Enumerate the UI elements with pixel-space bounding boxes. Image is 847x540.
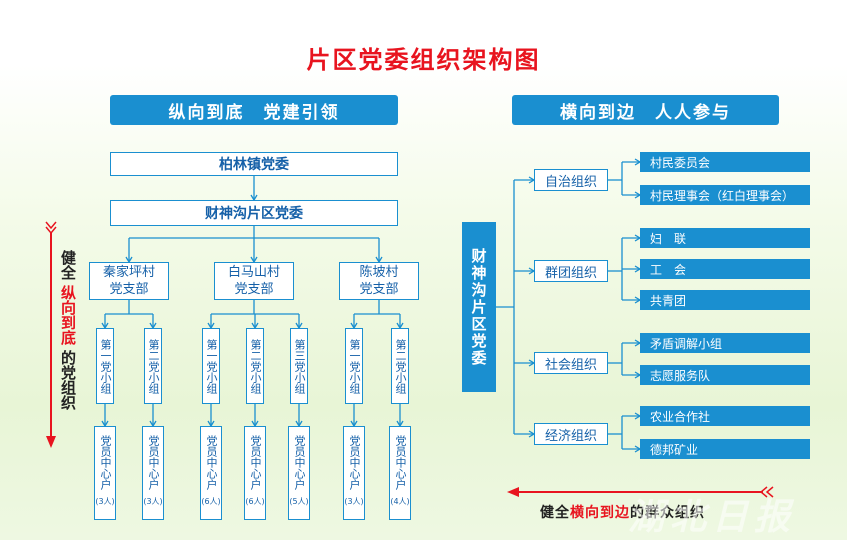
household-box: 党员中心户 (5人) xyxy=(288,426,310,520)
root-committee-box: 财神沟片区党委 xyxy=(462,222,496,392)
member-count: (3人) xyxy=(95,497,115,506)
category-box: 自治组织 xyxy=(534,169,608,191)
party-group-box: 第三党小组 xyxy=(290,328,308,404)
branch-box: 秦家坪村 党支部 xyxy=(89,262,169,300)
party-group-box: 第二党小组 xyxy=(246,328,264,404)
member-count: (4人) xyxy=(390,497,410,506)
party-group-box: 第一党小组 xyxy=(202,328,220,404)
org-item-box: 矛盾调解小组 xyxy=(640,333,810,353)
red-down-arrow-icon xyxy=(45,221,57,448)
household-box: 党员中心户 (3人) xyxy=(94,426,116,520)
org-item-box: 工 会 xyxy=(640,259,810,279)
bottom-label-post: 的群众组织 xyxy=(630,505,705,521)
branch-box: 白马山村 党支部 xyxy=(214,262,294,300)
household-label: 党员中心户 xyxy=(99,435,112,490)
household-label: 党员中心户 xyxy=(249,435,262,490)
member-count: (3人) xyxy=(143,497,163,506)
bottom-label-em: 横向到边 xyxy=(570,505,630,521)
party-group-label: 第一党小组 xyxy=(348,338,361,394)
household-label: 党员中心户 xyxy=(147,435,160,490)
org-item-box: 农业合作社 xyxy=(640,406,810,426)
page-title: 片区党委组织架构图 xyxy=(306,46,541,74)
member-count: (5人) xyxy=(289,497,309,506)
bottom-label-pre: 健全 xyxy=(540,505,570,521)
category-box: 群团组织 xyxy=(534,260,608,282)
party-committee-area: 财神沟片区党委 xyxy=(110,200,398,226)
party-group-box: 第二党小组 xyxy=(391,328,409,404)
household-label: 党员中心户 xyxy=(394,435,407,490)
member-count: (6人) xyxy=(201,497,221,506)
party-group-label: 第一党小组 xyxy=(99,338,112,394)
household-label: 党员中心户 xyxy=(205,435,218,490)
red-left-arrow-icon xyxy=(507,486,774,498)
org-item-box: 妇 联 xyxy=(640,228,810,248)
party-group-label: 第一党小组 xyxy=(205,338,218,394)
party-group-label: 第二党小组 xyxy=(147,338,160,394)
party-committee-town: 柏林镇党委 xyxy=(110,152,398,176)
member-count: (3人) xyxy=(344,497,364,506)
category-box: 社会组织 xyxy=(534,352,608,374)
household-box: 党员中心户 (3人) xyxy=(142,426,164,520)
household-box: 党员中心户 (6人) xyxy=(200,426,222,520)
party-group-box: 第二党小组 xyxy=(144,328,162,404)
org-item-box: 村民委员会 xyxy=(640,152,810,172)
org-item-box: 村民理事会（红白理事会） xyxy=(640,185,810,205)
party-group-label: 第二党小组 xyxy=(394,338,407,394)
horizontal-side-label: 健全横向到边的群众组织 xyxy=(540,502,760,522)
household-box: 党员中心户 (4人) xyxy=(389,426,411,520)
category-box: 经济组织 xyxy=(534,423,608,445)
side-label-em: 纵向到底 xyxy=(59,285,77,345)
side-label-post: 的党组织 xyxy=(59,350,77,410)
household-box: 党员中心户 (3人) xyxy=(343,426,365,520)
right-banner: 横向到边 人人参与 xyxy=(512,95,779,125)
vertical-side-label: 健全纵向到底的党组织 xyxy=(58,250,77,415)
left-banner: 纵向到底 党建引领 xyxy=(110,95,398,125)
watermark: 湖北日报 xyxy=(628,497,797,538)
party-group-label: 第二党小组 xyxy=(249,338,262,394)
root-committee-label: 财神沟片区党委 xyxy=(469,247,488,367)
org-item-box: 共青团 xyxy=(640,290,810,310)
branch-box: 陈坡村 党支部 xyxy=(339,262,419,300)
org-item-box: 志愿服务队 xyxy=(640,365,810,385)
household-box: 党员中心户 (6人) xyxy=(244,426,266,520)
party-group-box: 第一党小组 xyxy=(96,328,114,404)
household-label: 党员中心户 xyxy=(293,435,306,490)
member-count: (6人) xyxy=(245,497,265,506)
party-group-box: 第一党小组 xyxy=(345,328,363,404)
vertical-arrow xyxy=(44,220,58,452)
household-label: 党员中心户 xyxy=(348,435,361,490)
org-item-box: 德邦矿业 xyxy=(640,439,810,459)
horizontal-arrow xyxy=(505,485,775,499)
party-group-label: 第三党小组 xyxy=(293,338,306,394)
side-label-pre: 健全 xyxy=(59,250,77,280)
